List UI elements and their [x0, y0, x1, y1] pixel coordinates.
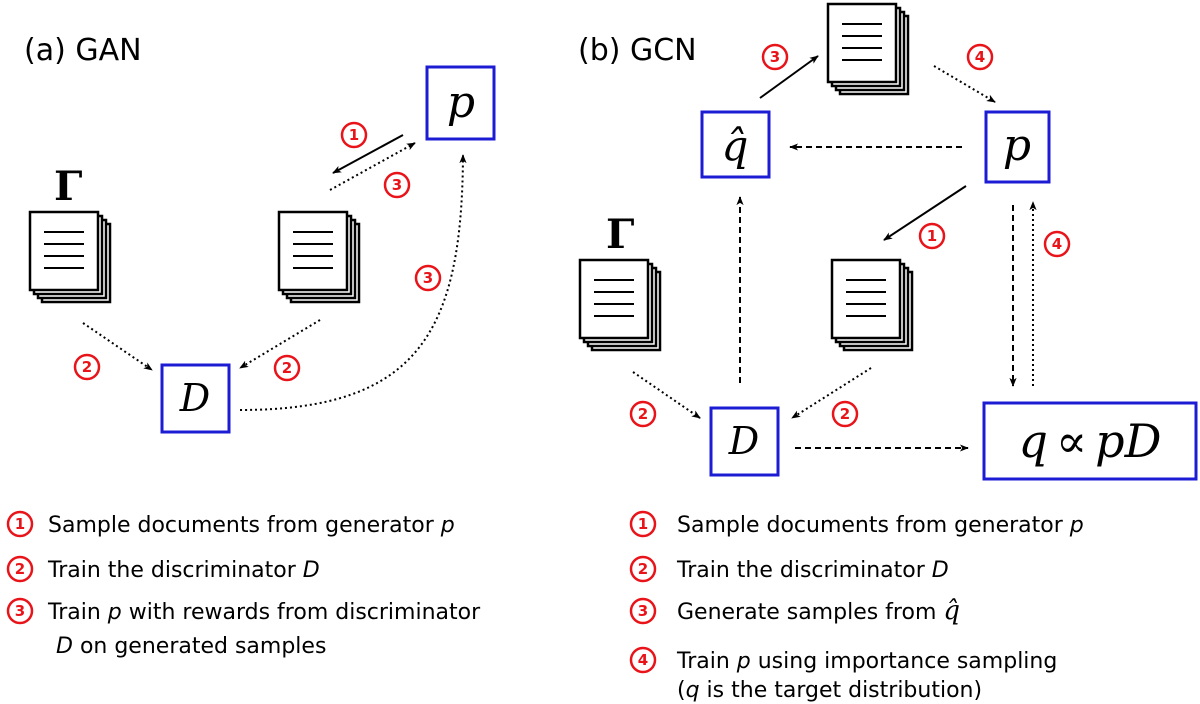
- svg-text:1: 1: [349, 126, 359, 144]
- legend-a-item-3: 3 Train p with rewards from discriminato…: [6, 597, 481, 659]
- panel-b-title: (b) GCN: [578, 33, 697, 68]
- arrow-real-to-d-a: [82, 322, 153, 371]
- panel-gcn: (b) GCN Γ q̂ p D q∝pD: [578, 2, 1198, 703]
- generator-node-a: p: [425, 65, 496, 141]
- arrow-sample-a: [332, 134, 404, 174]
- legend-b-item-1: 1 Sample documents from generator p: [629, 510, 1084, 538]
- legend-b: 1 Sample documents from generator p 2 Tr…: [629, 510, 1084, 703]
- svg-text:1: 1: [15, 515, 25, 533]
- step-badge-icon: 2: [273, 354, 301, 382]
- arrow-d-to-p-a: [239, 154, 467, 411]
- svg-text:p: p: [447, 77, 475, 128]
- corpus-symbol-a: Γ: [54, 163, 82, 210]
- svg-text:3: 3: [638, 602, 648, 620]
- svg-text:q∝pD: q∝pD: [1019, 414, 1162, 468]
- legend-a-item-2: 2 Train the discriminator D: [6, 555, 320, 583]
- svg-text:3: 3: [423, 269, 433, 287]
- svg-text:Sample documents from generato: Sample documents from generator p: [677, 513, 1084, 538]
- svg-text:D on generated samples: D on generated samples: [56, 634, 326, 659]
- svg-text:q̂: q̂: [722, 121, 749, 170]
- real-documents-stack-icon: [28, 210, 112, 304]
- svg-text:Train p with rewards from disc: Train p with rewards from discriminator: [47, 600, 481, 625]
- discriminator-node-b: D: [709, 406, 780, 477]
- discriminator-node-a: D: [160, 363, 231, 434]
- svg-text:2: 2: [82, 358, 92, 376]
- svg-text:Train the discriminator D: Train the discriminator D: [47, 558, 320, 583]
- svg-text:4: 4: [975, 48, 985, 66]
- svg-text:Generate samples from q̂: Generate samples from q̂: [677, 596, 960, 626]
- svg-text:(q is the target distribution): (q is the target distribution): [677, 678, 982, 703]
- step-badge-icon: 2: [73, 353, 101, 381]
- svg-text:3: 3: [15, 602, 25, 620]
- arrow-docs-to-p: [933, 65, 996, 103]
- svg-text:2: 2: [282, 359, 292, 377]
- step-badge-icon: 4: [966, 43, 994, 71]
- svg-text:Sample documents from generato: Sample documents from generator p: [48, 513, 455, 538]
- generated-documents-stack-icon: [830, 258, 914, 352]
- generated-documents-stack-icon: [277, 210, 361, 304]
- legend-a: 1 Sample documents from generator p 2 Tr…: [6, 510, 481, 659]
- panel-gan: (a) GAN Γ p D 1 3 3 2 2 1 Sample docum: [6, 33, 496, 659]
- svg-text:2: 2: [638, 560, 648, 578]
- svg-text:4: 4: [1052, 235, 1062, 253]
- svg-text:4: 4: [638, 651, 648, 669]
- corpus-symbol-b: Γ: [606, 211, 634, 258]
- step-badge-icon: 3: [383, 171, 411, 199]
- arrow-gen-to-d-a: [239, 319, 321, 369]
- panel-a-title: (a) GAN: [24, 33, 142, 68]
- legend-a-item-1: 1 Sample documents from generator p: [6, 510, 455, 538]
- arrow-real-to-d-b: [632, 371, 701, 419]
- step-badge-icon: 1: [340, 121, 368, 149]
- legend-b-item-2: 2 Train the discriminator D: [629, 555, 949, 583]
- step-badge-icon: 1: [918, 222, 946, 250]
- svg-text:2: 2: [15, 560, 25, 578]
- svg-text:1: 1: [927, 227, 937, 245]
- generator-node-b: p: [984, 110, 1051, 184]
- svg-text:p: p: [1003, 120, 1031, 171]
- qhat-node: q̂: [700, 110, 771, 179]
- target-distribution-node: q∝pD: [982, 401, 1198, 481]
- svg-text:3: 3: [770, 48, 780, 66]
- svg-text:2: 2: [840, 405, 850, 423]
- sampled-qhat-documents-stack-icon: [826, 2, 910, 96]
- legend-b-item-4: 4 Train p using importance sampling (q i…: [629, 646, 1057, 703]
- step-badge-icon: 3: [761, 43, 789, 71]
- svg-text:3: 3: [392, 176, 402, 194]
- step-badge-icon: 3: [414, 264, 442, 292]
- svg-text:D: D: [728, 419, 759, 463]
- svg-text:Train the discriminator D: Train the discriminator D: [676, 558, 949, 583]
- svg-text:D: D: [179, 376, 210, 420]
- svg-text:2: 2: [638, 405, 648, 423]
- step-badge-icon: 4: [1043, 230, 1071, 258]
- arrow-gen-to-d-b: [791, 367, 872, 419]
- step-badge-icon: 2: [831, 400, 859, 428]
- step-badge-icon: 2: [629, 400, 657, 428]
- svg-text:1: 1: [638, 515, 648, 533]
- arrow-reward-a: [329, 142, 416, 191]
- arrow-qhat-to-docs: [759, 55, 819, 99]
- svg-text:Train p using importance sampl: Train p using importance sampling: [676, 649, 1057, 674]
- real-documents-stack-icon: [578, 258, 662, 352]
- arrow-p-to-generated: [883, 185, 967, 241]
- legend-b-item-3: 3 Generate samples from q̂: [629, 596, 960, 626]
